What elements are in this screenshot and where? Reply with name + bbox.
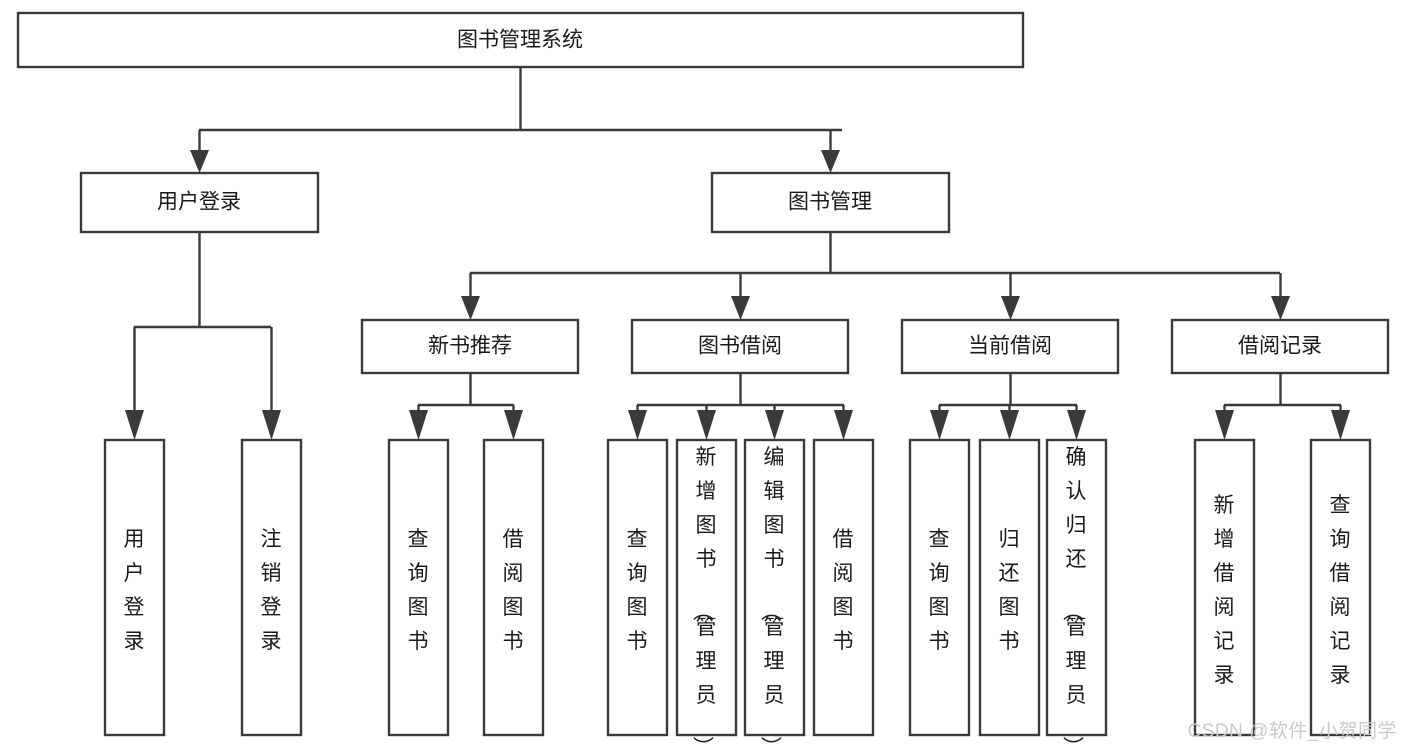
- leaf-user-login[interactable]: 用户登录: [103, 438, 166, 737]
- node-book-manage-label: 图书管理: [788, 191, 872, 214]
- node-borrow-record-label: 借阅记录: [1238, 335, 1322, 358]
- node-current-borrow-box[interactable]: [900, 318, 1120, 375]
- node-new-book-recommend[interactable]: 新书推荐: [360, 318, 580, 375]
- arrow-head-book-manage: [821, 150, 840, 173]
- arrow-head-leaf-query-book-2: [628, 410, 647, 440]
- node-user-login-box[interactable]: [79, 171, 320, 234]
- node-new-book-recommend-box[interactable]: [360, 318, 580, 375]
- leaf-edit-book[interactable]: 编辑图书（管理员）: [743, 438, 806, 747]
- arrow-head-current-borrow: [1001, 296, 1020, 320]
- leaf-query-book-current-label: 查询图书: [929, 528, 950, 653]
- leaf-add-borrow-record[interactable]: 新增借阅记录: [1193, 438, 1256, 737]
- node-root[interactable]: 图书管理系统: [16, 11, 1025, 69]
- leaf-query-book-borrow[interactable]: 查询图书: [606, 438, 669, 737]
- leaf-confirm-return-box[interactable]: [1045, 438, 1108, 737]
- leaf-logout[interactable]: 注销登录: [240, 438, 303, 737]
- arrow-head-leaf-query-record: [1331, 410, 1350, 440]
- arrow-head-leaf-edit-book: [765, 410, 784, 440]
- leaf-add-book-label: 新增图书（管理员）: [691, 446, 717, 747]
- leaf-add-book[interactable]: 新增图书（管理员）: [675, 438, 738, 747]
- leaf-add-borrow-record-box[interactable]: [1193, 438, 1256, 737]
- leaf-return-book-label: 归还图书: [999, 528, 1020, 653]
- leaf-borrow-book-box[interactable]: [812, 438, 875, 737]
- arrow-head-book-borrow: [731, 296, 750, 320]
- node-root-label: 图书管理系统: [457, 29, 583, 52]
- leaf-borrow-book-recommend-label: 借阅图书: [503, 528, 524, 653]
- node-new-book-recommend-label: 新书推荐: [428, 335, 512, 358]
- connector-layer: [125, 67, 1350, 440]
- leaf-borrow-book-label: 借阅图书: [833, 528, 854, 653]
- arrow-head-leaf-logout: [262, 410, 281, 440]
- leaf-borrow-book-recommend[interactable]: 借阅图书: [482, 438, 545, 737]
- leaf-query-book-recommend[interactable]: 查询图书: [387, 438, 450, 737]
- leaf-query-book-current[interactable]: 查询图书: [908, 438, 971, 737]
- arrow-head-borrow-record: [1271, 296, 1290, 320]
- arrow-head-leaf-borrow-book-1: [504, 410, 523, 440]
- node-user-login[interactable]: 用户登录: [79, 171, 320, 234]
- arrow-head-user-login: [190, 150, 209, 173]
- arrow-head-new-book: [461, 296, 480, 320]
- leaf-add-book-box[interactable]: [675, 438, 738, 737]
- leaf-query-borrow-record-label: 查询借阅记录: [1330, 494, 1351, 687]
- leaf-add-borrow-record-label: 新增借阅记录: [1214, 494, 1235, 687]
- leaf-query-book-borrow-label: 查询图书: [627, 528, 648, 653]
- leaf-borrow-book-recommend-box[interactable]: [482, 438, 545, 737]
- leaf-logout-box[interactable]: [240, 438, 303, 737]
- arrow-head-leaf-add-book: [697, 410, 716, 440]
- arrow-head-leaf-query-book-1: [409, 410, 428, 440]
- node-book-borrow-box[interactable]: [630, 318, 850, 375]
- leaf-query-book-current-box[interactable]: [908, 438, 971, 737]
- arrow-head-leaf-confirm-return: [1067, 410, 1086, 440]
- leaf-user-login-box[interactable]: [103, 438, 166, 737]
- arrow-head-leaf-user-login: [125, 410, 144, 440]
- arrow-head-leaf-query-book-3: [930, 410, 949, 440]
- arrow-head-leaf-add-record: [1215, 410, 1234, 440]
- arrow-head-leaf-borrow-book-2: [834, 410, 853, 440]
- node-borrow-record-box[interactable]: [1170, 318, 1390, 375]
- leaf-query-book-borrow-box[interactable]: [606, 438, 669, 737]
- leaf-query-borrow-record-box[interactable]: [1309, 438, 1372, 737]
- node-current-borrow-label: 当前借阅: [968, 335, 1052, 358]
- leaf-confirm-return[interactable]: 确认归还（管理员）: [1045, 438, 1108, 747]
- leaf-query-book-recommend-box[interactable]: [387, 438, 450, 737]
- node-root-box[interactable]: [16, 11, 1025, 69]
- node-book-manage[interactable]: 图书管理: [710, 171, 951, 234]
- node-user-login-label: 用户登录: [157, 191, 241, 214]
- node-book-borrow[interactable]: 图书借阅: [630, 318, 850, 375]
- leaf-query-borrow-record[interactable]: 查询借阅记录: [1309, 438, 1372, 737]
- node-book-manage-box[interactable]: [710, 171, 951, 234]
- leaf-user-login-label: 用户登录: [124, 528, 145, 653]
- arrow-head-leaf-return-book: [1000, 410, 1019, 440]
- leaf-logout-label: 注销登录: [261, 528, 282, 653]
- leaf-query-book-recommend-label: 查询图书: [408, 528, 429, 653]
- leaf-return-book[interactable]: 归还图书: [978, 438, 1041, 737]
- node-borrow-record[interactable]: 借阅记录: [1170, 318, 1390, 375]
- leaf-borrow-book[interactable]: 借阅图书: [812, 438, 875, 737]
- leaf-edit-book-label: 编辑图书（管理员）: [759, 446, 785, 747]
- leaf-return-book-box[interactable]: [978, 438, 1041, 737]
- node-book-borrow-label: 图书借阅: [698, 335, 782, 358]
- leaf-confirm-return-label: 确认归还（管理员）: [1061, 446, 1087, 747]
- node-current-borrow[interactable]: 当前借阅: [900, 318, 1120, 375]
- leaf-edit-book-box[interactable]: [743, 438, 806, 737]
